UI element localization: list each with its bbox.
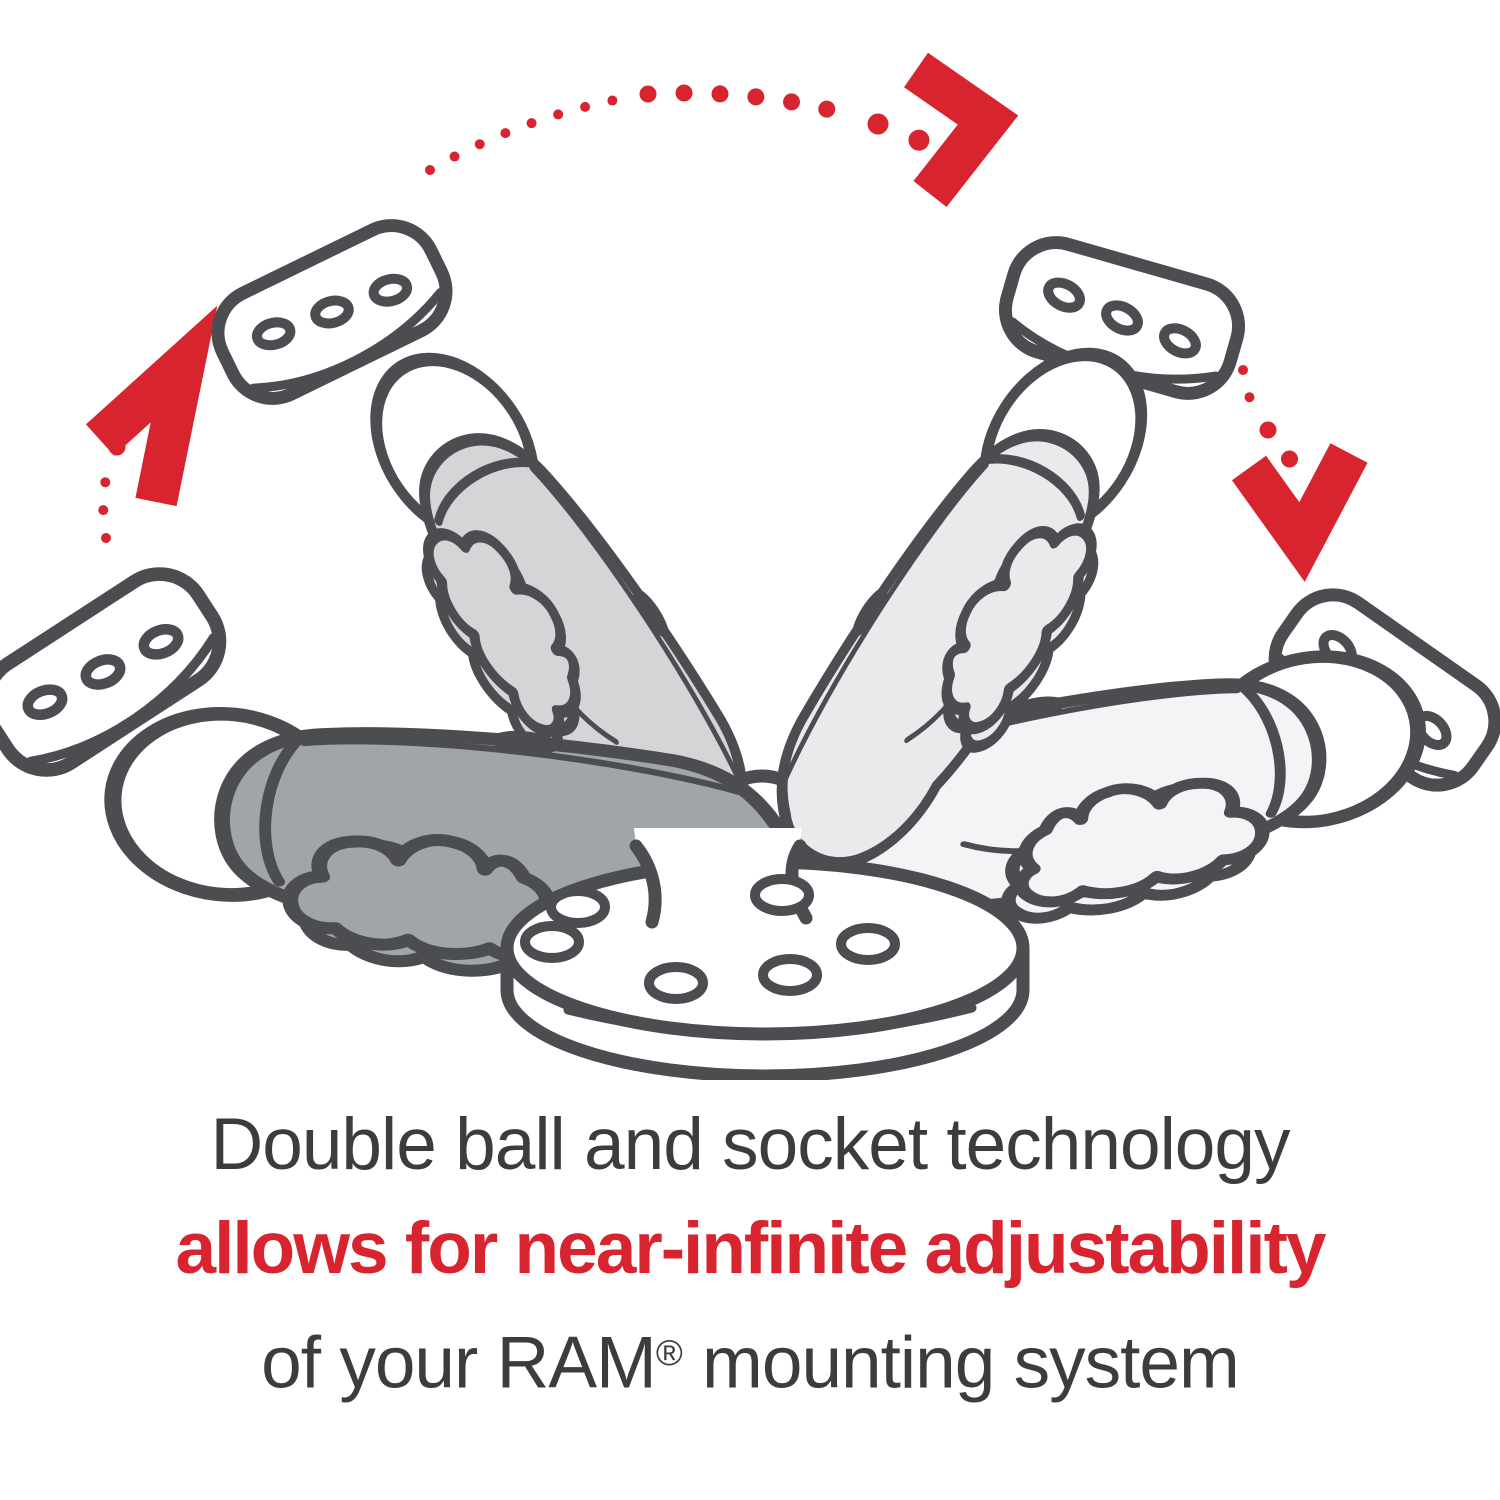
arrowhead-right-icon (904, 52, 1019, 207)
ram-mount-adjustability-illustration (0, 52, 1500, 1080)
arrowhead-up-right-icon (85, 305, 218, 507)
caption-line-3-text-end: mounting system (682, 1322, 1240, 1404)
caption-line-3: of your RAM® mounting system (0, 1301, 1500, 1416)
rotation-arc-right-icon (1231, 365, 1368, 582)
caption-line-3-text: of your RAM (261, 1322, 657, 1404)
registered-trademark-symbol: ® (655, 1332, 683, 1373)
caption-line-2-highlight: allows for near-infinite adjustability (175, 1208, 1327, 1289)
caption-line-1: Double ball and socket technology (210, 1104, 1291, 1185)
arrowhead-down-icon (1231, 443, 1368, 582)
rotation-arc-top-icon (425, 52, 1019, 207)
round-base-plate (500, 828, 1030, 1080)
rotation-arc-left-icon (85, 305, 218, 543)
caption-block: Double ball and socket technology allows… (0, 1093, 1500, 1416)
